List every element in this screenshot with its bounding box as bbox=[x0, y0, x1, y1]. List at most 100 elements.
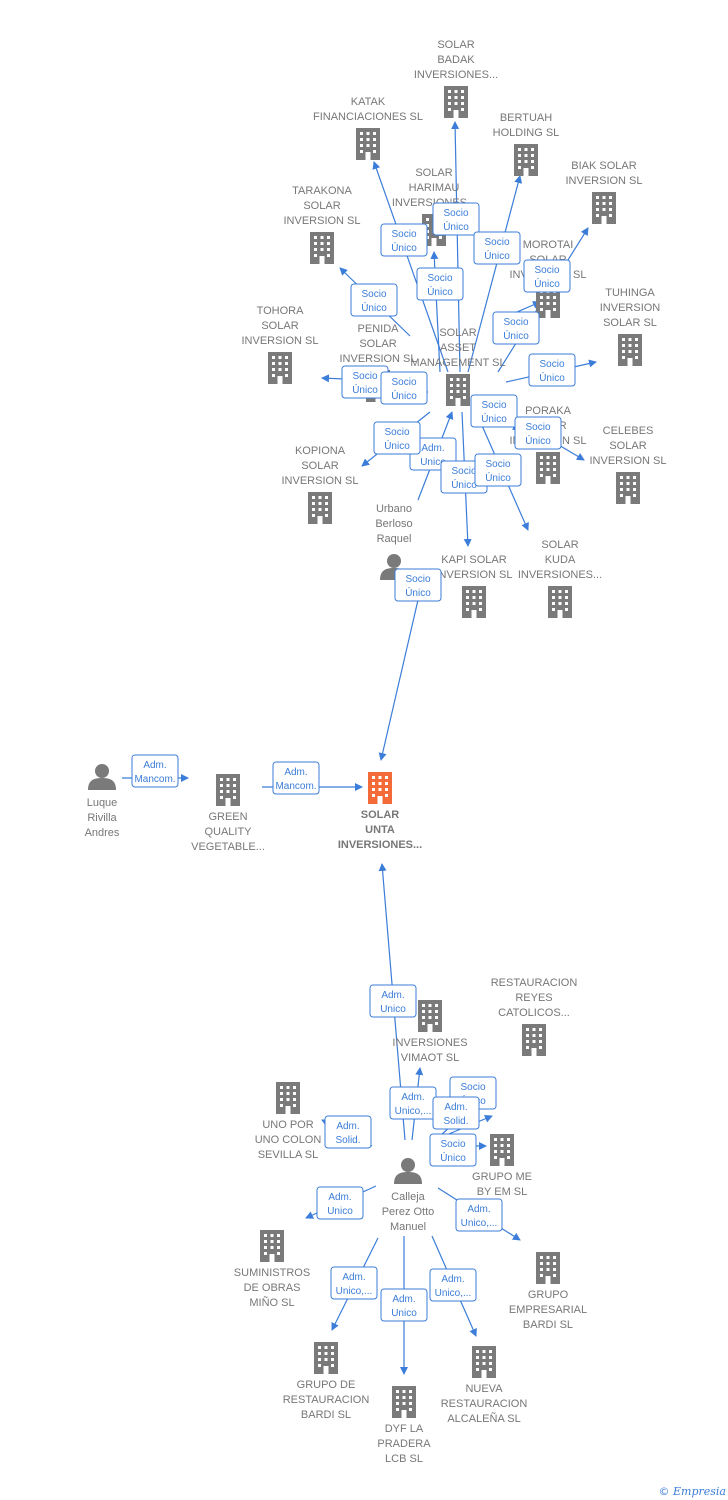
edge-label-text: Socio bbox=[460, 1082, 485, 1093]
edge-label-e_calleja_unta[interactable]: Adm.Unico bbox=[369, 984, 417, 1018]
edge-label-text: Único bbox=[443, 220, 469, 233]
footer-brand[interactable]: © Empresia bbox=[659, 1485, 727, 1498]
edge-label-e_reyes_solid[interactable]: Adm.Solid. bbox=[432, 1096, 480, 1130]
edge-label-text: Socio bbox=[485, 459, 510, 470]
node-label-line: TARAKONA bbox=[292, 185, 352, 197]
edge-label-e_luque_green[interactable]: Adm.Mancom. bbox=[131, 754, 179, 788]
edge-label-e_vimaot[interactable]: Adm.Unico,... bbox=[389, 1086, 437, 1120]
node-reyes[interactable]: RESTAURACIONREYESCATOLICOS... bbox=[491, 977, 578, 1056]
edge-label-text: Adm. bbox=[328, 1192, 351, 1203]
edge-label-text: Único bbox=[405, 586, 431, 599]
edge-label-box bbox=[380, 1288, 428, 1322]
node-label-line: INVERSION SL bbox=[589, 455, 666, 467]
node-label-line: UNO COLON bbox=[255, 1134, 322, 1146]
node-green_quality[interactable]: GREENQUALITYVEGETABLE... bbox=[191, 774, 265, 853]
node-label-line: RESTAURACION bbox=[491, 977, 578, 989]
copyright-symbol: © bbox=[658, 1485, 670, 1498]
edge-label-e_uno[interactable]: Adm.Solid. bbox=[324, 1115, 372, 1149]
edge-label-text: Adm. bbox=[421, 443, 444, 454]
node-label-line: SOLAR bbox=[415, 167, 452, 179]
edge-label-box bbox=[432, 1096, 480, 1130]
node-label-line: SOLAR bbox=[303, 200, 340, 212]
edge-label-e_green_unta[interactable]: Adm.Mancom. bbox=[272, 761, 320, 795]
edge-label-text: Único bbox=[427, 285, 453, 298]
edge-label-e_suministros[interactable]: Adm.Unico bbox=[316, 1186, 364, 1220]
edge-label-box bbox=[350, 283, 398, 317]
node-label-line: MANAGEMENT SL bbox=[410, 357, 505, 369]
building-icon bbox=[310, 232, 334, 264]
edge-label-text: Adm. bbox=[284, 767, 307, 778]
edge-label-e_empresarial[interactable]: Adm.Unico,... bbox=[455, 1198, 503, 1232]
node-label-line: MIÑO SL bbox=[249, 1296, 294, 1309]
edge-label-e_dyf[interactable]: Adm.Unico bbox=[380, 1288, 428, 1322]
edge-label-e_restauracion[interactable]: Adm.Unico,... bbox=[330, 1266, 378, 1300]
edge-label-text: Unico,... bbox=[395, 1106, 432, 1117]
node-label-line: ALCALEÑA SL bbox=[447, 1412, 520, 1425]
edge-label-e_nueva[interactable]: Adm.Unico,... bbox=[429, 1268, 477, 1302]
edge-label-text: Único bbox=[485, 471, 511, 484]
node-label-line: BARDI SL bbox=[301, 1409, 351, 1421]
edge-label-box bbox=[369, 984, 417, 1018]
edge-label-box bbox=[432, 202, 480, 236]
edge-label-text: Socio bbox=[534, 265, 559, 276]
node-label-line: SOLAR bbox=[361, 809, 400, 821]
edge-label-text: Único bbox=[391, 389, 417, 402]
edge-label-box bbox=[416, 267, 464, 301]
edge-label-box bbox=[380, 223, 428, 257]
node-label-line: TOHORA bbox=[257, 305, 305, 317]
edge-label-text: Unico bbox=[391, 1308, 417, 1319]
edge-label-text: Unico,... bbox=[336, 1286, 373, 1297]
building-icon bbox=[444, 86, 468, 118]
edge-label-text: Unico bbox=[380, 1004, 406, 1015]
edge-label-text: Adm. bbox=[441, 1274, 464, 1285]
node-label-line: INVERSIONES... bbox=[338, 839, 422, 851]
building-icon bbox=[592, 192, 616, 224]
node-solar_unta[interactable]: SOLARUNTAINVERSIONES... bbox=[338, 772, 422, 851]
node-label-line: BARDI SL bbox=[523, 1319, 573, 1331]
node-kuda[interactable]: SOLARKUDAINVERSIONES... bbox=[518, 539, 602, 618]
node-solar_badak[interactable]: SOLARBADAKINVERSIONES... bbox=[414, 39, 498, 118]
edge-label-text: Socio bbox=[525, 422, 550, 433]
node-label-line: NUEVA bbox=[465, 1383, 503, 1395]
building-icon bbox=[446, 374, 470, 406]
